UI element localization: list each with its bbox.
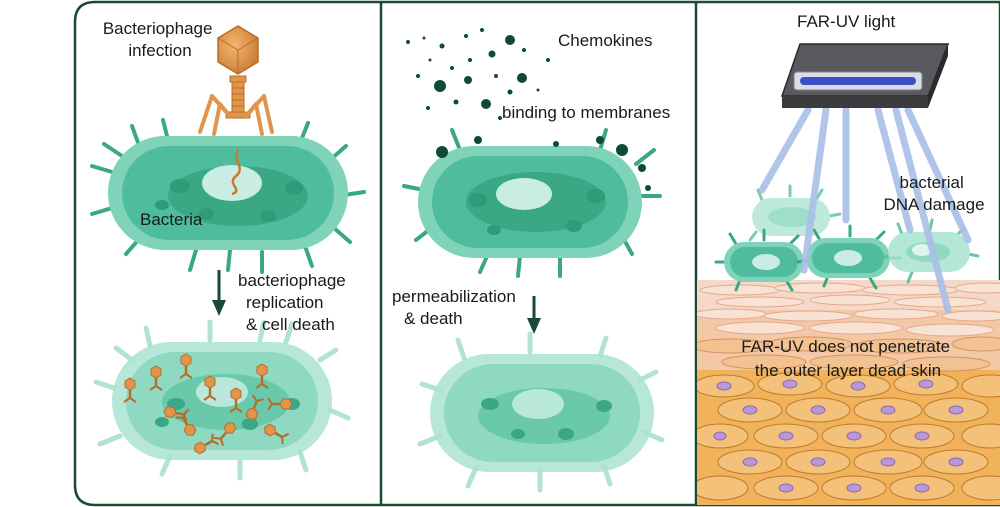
skin-tissue (692, 280, 1000, 505)
far-uv-lamp-icon (782, 44, 948, 108)
panel-far-uv: FAR-UV light bacterial DNA damage FAR-UV… (692, 12, 1000, 505)
label-phage-replication: bacteriophage replication & cell death (238, 271, 351, 334)
label-bacteria: Bacteria (140, 210, 203, 229)
label-far-uv-light: FAR-UV light (797, 12, 896, 31)
bacterium-intact (92, 120, 364, 272)
label-permeabilization: permeabilization & death (392, 287, 521, 328)
panel-bacteriophage: Bacteriophage infection Bacteria bacteri… (92, 19, 364, 478)
label-binding-to-membranes: binding to membranes (502, 103, 670, 122)
arrow-down (527, 296, 541, 334)
label-bacteriophage-infection: Bacteriophage infection (103, 19, 217, 60)
bacterium-chemokine-bound (404, 130, 660, 276)
bacteriophage-icon (200, 26, 272, 134)
label-chemokines: Chemokines (558, 31, 653, 50)
arrow-down (212, 270, 226, 316)
panel-chemokines: Chemokines binding to membranes permeabi… (392, 28, 670, 490)
bacterium-permeabilized (420, 334, 662, 490)
